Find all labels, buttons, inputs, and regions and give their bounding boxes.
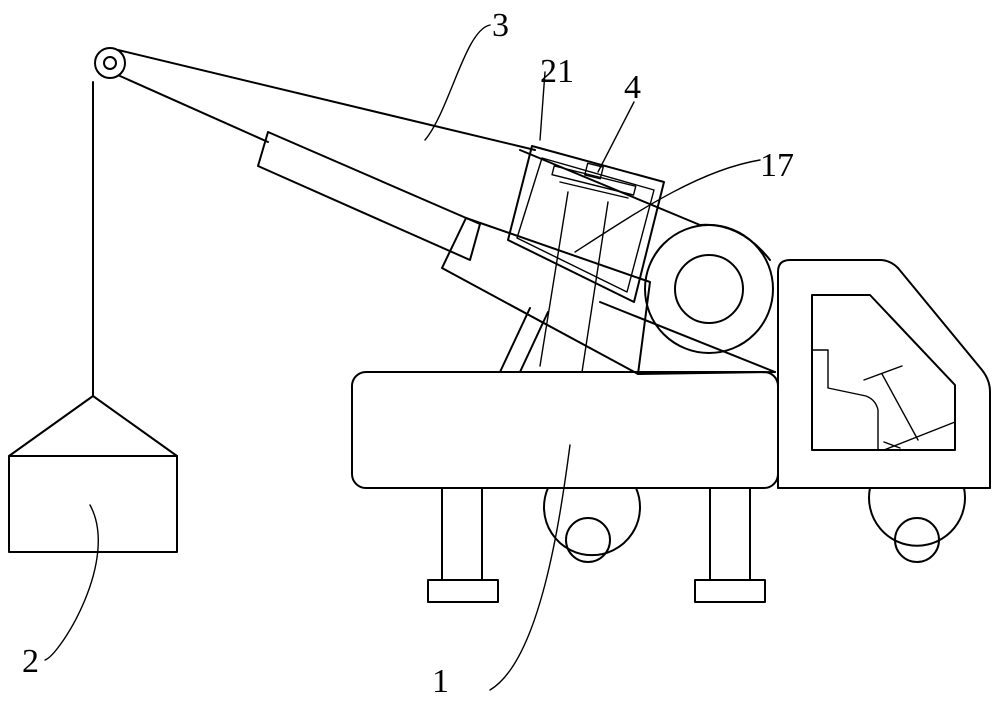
frame-inner (516, 157, 655, 293)
pedal (883, 441, 901, 449)
winch-drum-hub (674, 254, 744, 324)
load-block (8, 395, 178, 553)
outrigger-right-foot (694, 579, 766, 603)
leader-21 (539, 71, 546, 141)
clamp-block (584, 162, 604, 180)
front-wheel-outer (543, 487, 641, 557)
leader-1 (489, 444, 571, 691)
steering-column (881, 373, 919, 441)
dashboard (883, 421, 956, 451)
leader-3 (424, 24, 491, 141)
support-strut-2 (519, 311, 549, 373)
rear-wheel-hub (894, 517, 940, 563)
mounting-frame (499, 145, 665, 373)
cab-window (811, 294, 956, 451)
boom-base-section (441, 217, 651, 375)
outrigger-right (694, 487, 766, 603)
frame-outer (507, 145, 665, 303)
clamp-bar (551, 165, 637, 196)
clamp-device (551, 162, 637, 199)
driver-seat (811, 349, 879, 451)
boom-base-diagonal (599, 301, 776, 373)
leader-17 (574, 159, 761, 253)
label-boom: 3 (492, 7, 509, 44)
steering-column-top (863, 365, 903, 381)
clamp-detail (559, 181, 629, 199)
outrigger-left-foot (427, 579, 499, 603)
boom-upper-edge (117, 49, 536, 151)
label-clamp: 4 (624, 69, 641, 106)
truck-bed (351, 371, 779, 489)
boom-pulley (94, 47, 126, 79)
leader-4 (597, 101, 635, 173)
pulley-axle (103, 56, 117, 70)
leader-2 (44, 504, 99, 661)
winch-drum (644, 224, 774, 354)
label-bracket: 17 (760, 147, 794, 184)
load-box (8, 455, 178, 553)
label-body: 1 (432, 663, 449, 700)
boom-outer-sleeve (257, 131, 481, 261)
rear-wheel-outer (868, 487, 966, 547)
front-wheel-hub (565, 517, 611, 563)
load-sling (8, 395, 178, 457)
label-load: 2 (22, 643, 39, 680)
truck-cab (777, 259, 991, 489)
boom-lower-edge (119, 75, 269, 143)
outrigger-left-leg (441, 487, 483, 581)
label-frame: 21 (540, 53, 574, 90)
bracket-leg-left (539, 191, 569, 367)
outrigger-right-leg (709, 487, 751, 581)
support-strut (499, 307, 531, 373)
outrigger-left (427, 487, 499, 603)
bracket-leg-right (581, 201, 609, 373)
